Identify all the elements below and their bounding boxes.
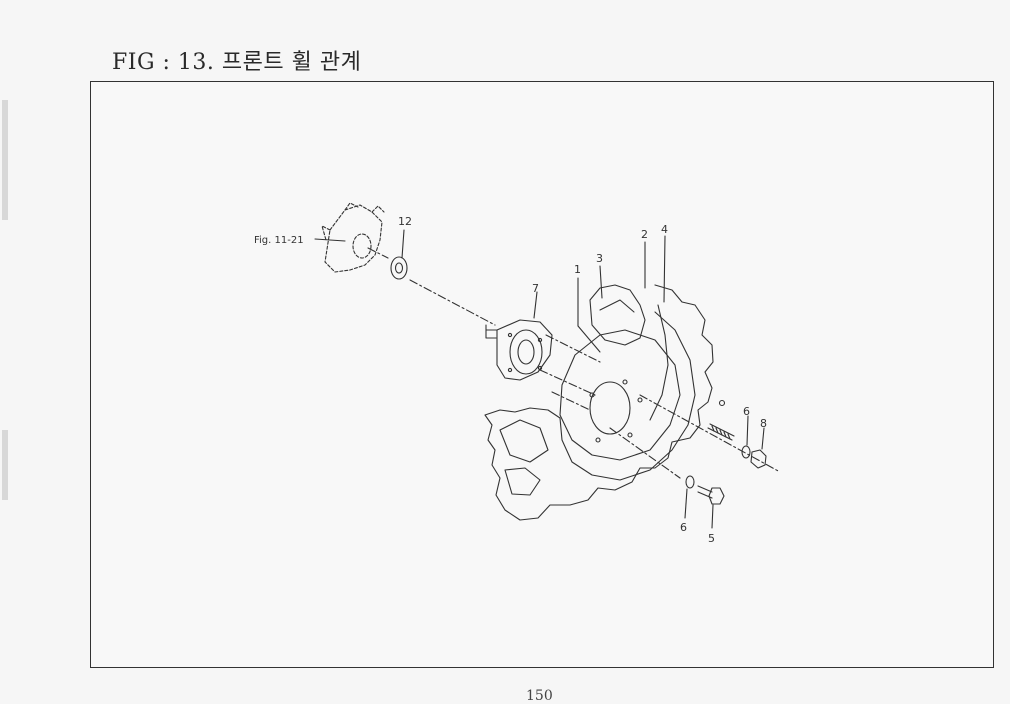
- nut-part-8: [750, 449, 767, 469]
- callout-6-lower: 6: [680, 521, 687, 534]
- callout-5: 5: [708, 532, 715, 545]
- reference-figure-label: Fig. 11-21: [254, 235, 304, 246]
- washer-part-12: [390, 256, 408, 280]
- figure-frame: [90, 81, 994, 668]
- callout-3: 3: [596, 252, 603, 265]
- page-title: FIG : 13. 프론트 휠 관계: [112, 50, 362, 75]
- wheel-rim-part-2: [484, 284, 714, 521]
- callout-2: 2: [641, 228, 648, 241]
- callout-4: 4: [661, 223, 668, 236]
- wheel-disc-part-1: [559, 329, 681, 461]
- lug-ring-part-3: [589, 284, 646, 346]
- page-number: 150: [526, 688, 553, 704]
- scan-margin-mark: [2, 430, 8, 500]
- scan-margin-mark: [2, 100, 8, 220]
- stud-bolt: [707, 399, 735, 441]
- callout-8: 8: [760, 417, 767, 430]
- callout-6-upper: 6: [743, 405, 750, 418]
- hex-bolt-part-5: [697, 485, 725, 505]
- reference-hub-drawing: [321, 202, 385, 273]
- callout-7: 7: [532, 282, 539, 295]
- lock-washer-part-6: [741, 445, 751, 459]
- callout-1: 1: [574, 263, 581, 276]
- lock-washer-part-6b: [685, 475, 695, 489]
- callout-12: 12: [398, 215, 412, 228]
- rim-inner-part-4: [649, 304, 669, 421]
